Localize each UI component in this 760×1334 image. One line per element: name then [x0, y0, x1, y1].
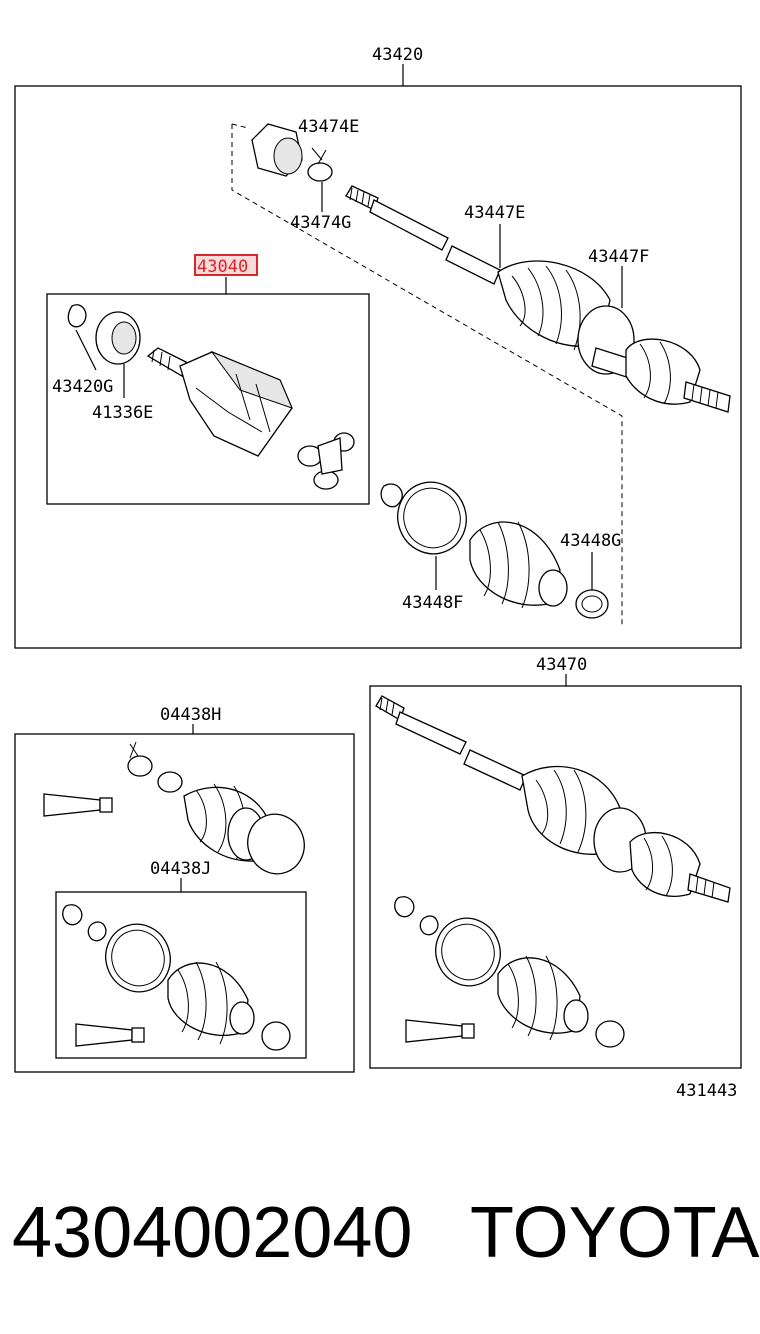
drive-shaft[interactable]: [345, 185, 501, 285]
frame-43420: [14, 85, 742, 649]
frame-04438H: [14, 733, 355, 1073]
clamp-h-1[interactable]: [127, 741, 153, 777]
assembly-43420: 43420 43474E 43474G 43447E: [14, 45, 742, 649]
label-43040[interactable]: 43040: [197, 257, 248, 277]
outer-boot[interactable]: [497, 260, 731, 413]
label-43420[interactable]: 43420: [372, 45, 423, 65]
boot-j[interactable]: [167, 961, 255, 1045]
tripod-joint[interactable]: [297, 432, 355, 490]
band-43470[interactable]: [426, 909, 509, 995]
label-43447E[interactable]: 43447E: [464, 203, 525, 223]
grease-tube-h[interactable]: [43, 793, 113, 817]
inner-joint-housing[interactable]: [146, 347, 293, 457]
label-43474G[interactable]: 43474G: [290, 213, 351, 233]
label-43447F[interactable]: 43447F: [588, 247, 649, 267]
label-diagram-id: 431443: [676, 1081, 737, 1101]
boot-h[interactable]: [183, 783, 313, 882]
band-j[interactable]: [96, 915, 179, 1001]
clamp-43448G[interactable]: [575, 589, 609, 619]
label-43474E[interactable]: 43474E: [298, 117, 359, 137]
seal-41336E[interactable]: [95, 311, 141, 365]
part-number: 4304002040: [12, 1193, 413, 1273]
ring-j-2[interactable]: [87, 921, 107, 942]
clamp-43474G[interactable]: [307, 147, 333, 182]
clip-ring[interactable]: [380, 483, 403, 508]
clamp-j[interactable]: [261, 1021, 291, 1051]
grease-tube-43470[interactable]: [405, 1019, 475, 1043]
snap-ring-43420G[interactable]: [67, 304, 87, 328]
label-43448F[interactable]: 43448F: [402, 593, 463, 613]
grease-tube-j[interactable]: [75, 1023, 145, 1047]
label-41336E[interactable]: 41336E: [92, 403, 153, 423]
highlight-43040: [194, 254, 258, 276]
label-43470[interactable]: 43470: [536, 655, 587, 675]
clamp-43470[interactable]: [595, 1020, 625, 1048]
label-43448G[interactable]: 43448G: [560, 531, 621, 551]
ring-43470-2[interactable]: [419, 915, 439, 936]
frame-04438J: [55, 891, 307, 1059]
label-04438H[interactable]: 04438H: [160, 705, 221, 725]
shaft-43470[interactable]: [375, 695, 731, 903]
subassembly-43040: 43040 43420G 41336E: [46, 254, 370, 505]
frame-43470: [369, 685, 742, 1069]
ring-43470-1[interactable]: [394, 896, 415, 918]
brand-name: TOYOTA: [470, 1193, 760, 1273]
label-04438J[interactable]: 04438J: [150, 859, 211, 879]
inner-joint-cup[interactable]: [251, 123, 303, 177]
frame-43040: [46, 293, 370, 505]
kit-04438H: 04438H 04438J: [14, 705, 355, 1073]
label-43420G[interactable]: 43420G: [52, 377, 113, 397]
assembly-43470: 43470: [369, 655, 742, 1069]
footer: 4304002040 TOYOTA: [0, 1192, 760, 1282]
inner-boot[interactable]: [469, 521, 568, 609]
ring-j-1[interactable]: [62, 904, 83, 926]
clamp-h-2[interactable]: [157, 771, 183, 793]
boot-43470[interactable]: [497, 955, 589, 1041]
boot-band-43448F[interactable]: [388, 473, 477, 564]
